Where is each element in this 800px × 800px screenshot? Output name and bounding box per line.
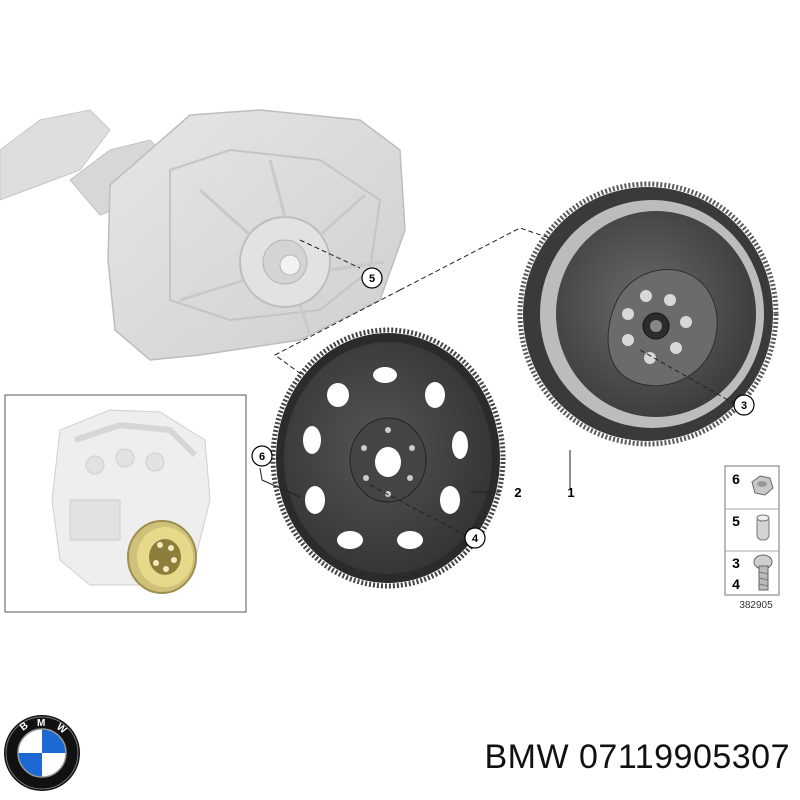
hex-nut-icon <box>751 475 774 496</box>
legend-item-bolt[interactable]: 3 4 <box>732 554 773 592</box>
dowel-pin-icon <box>756 514 770 541</box>
engine-housing-ghost <box>0 109 406 361</box>
callout-4-label: 4 <box>472 533 479 545</box>
bmw-logo: B M W <box>4 715 80 791</box>
callout-5[interactable]: 5 <box>361 267 383 289</box>
svg-text:M: M <box>37 718 45 729</box>
callout-6[interactable]: 6 <box>251 445 273 467</box>
legend-number-3: 3 <box>732 555 740 571</box>
fastener-legend: 6 5 3 4 382905 <box>724 465 780 611</box>
legend-item-dowel[interactable]: 5 <box>732 513 770 541</box>
part-label-1[interactable]: 1 <box>567 485 574 500</box>
callout-3[interactable]: 3 <box>733 394 755 416</box>
legend-number-5: 5 <box>732 513 740 529</box>
callout-4[interactable]: 4 <box>464 527 486 549</box>
part-number-caption: BMW 07119905307 <box>410 738 790 788</box>
legend-item-nut[interactable]: 6 <box>732 471 774 496</box>
callout-3-label: 3 <box>741 400 747 412</box>
dual-mass-flywheel <box>517 181 779 447</box>
callout-leaders <box>259 349 736 536</box>
diagram-id: 382905 <box>739 600 773 611</box>
engine-inset <box>4 394 247 613</box>
bolt-icon <box>753 554 773 591</box>
callout-5-label: 5 <box>369 273 375 285</box>
part-label-2[interactable]: 2 <box>514 485 521 500</box>
brand-name: BMW <box>484 738 570 776</box>
part-number: 07119905307 <box>579 738 790 776</box>
legend-number-4: 4 <box>732 576 740 592</box>
flex-plate <box>270 327 506 589</box>
callout-6-label: 6 <box>259 451 265 463</box>
legend-number-6: 6 <box>732 471 740 487</box>
